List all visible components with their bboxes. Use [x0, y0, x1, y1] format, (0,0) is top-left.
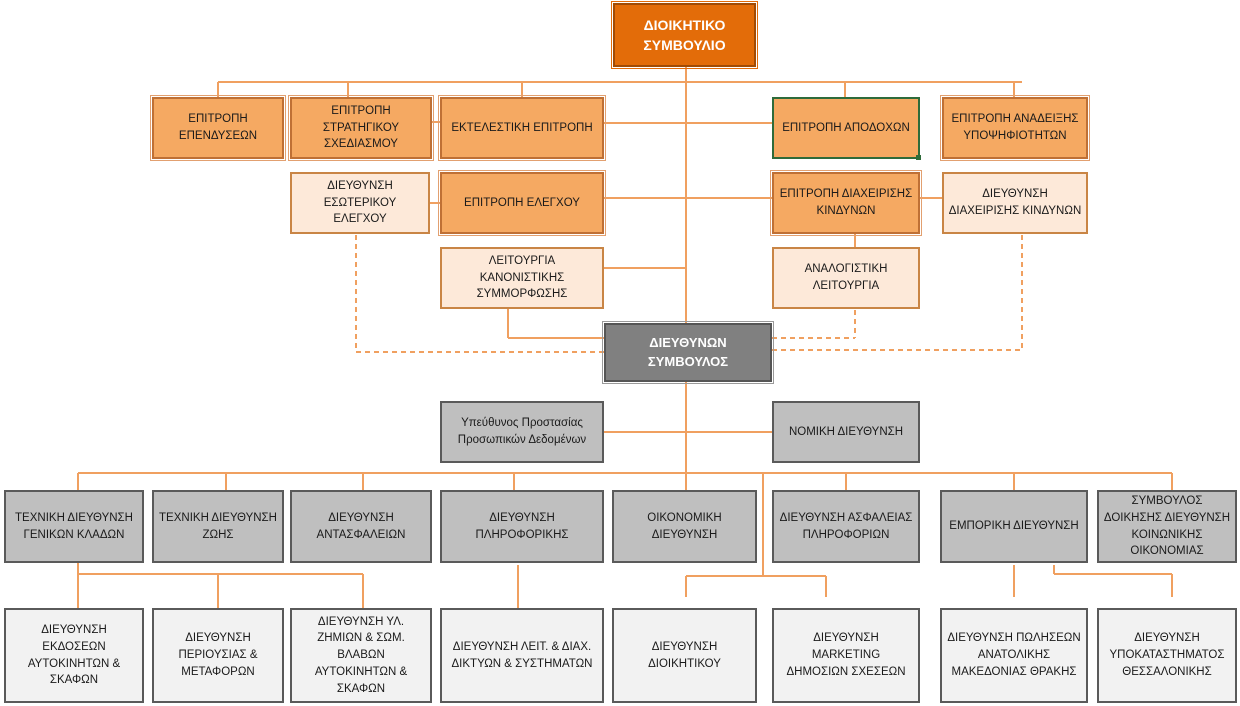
executive-committee-box[interactable]: ΕΚΤΕΛΕΣΤΙΚΗ ΕΠΙΤΡΟΠΗ [438, 95, 606, 161]
compliance-function-box[interactable]: ΛΕΙΤΟΥΡΓΙΑ ΚΑΝΟΝΙΣΤΙΚΗΣ ΣΥΜΜΟΡΦΩΣΗΣ [440, 247, 604, 309]
internal-audit-box[interactable]: ΔΙΕΥΘΥΝΣΗ ΕΣΩΤΕΡΙΚΟΥ ΕΛΕΓΧΟΥ [290, 172, 430, 234]
dpo-box[interactable]: Υπεύθυνος Προστασίας Προσωπικών Δεδομένω… [440, 401, 604, 463]
it-dept-box[interactable]: ΔΙΕΥΘΥΝΣΗ ΠΛΗΡΟΦΟΡΙΚΗΣ [440, 490, 604, 563]
remuneration-committee-box[interactable]: ΕΠΙΤΡΟΠΗ ΑΠΟΔΟΧΩΝ [772, 97, 920, 159]
risk-management-box[interactable]: ΔΙΕΥΘΥΝΣΗ ΔΙΑΧΕΙΡΙΣΗΣ ΚΙΝΔΥΝΩΝ [942, 172, 1088, 234]
infosec-dept-box[interactable]: ΔΙΕΥΘΥΝΣΗ ΑΣΦΑΛΕΙΑΣ ΠΛΗΡΟΦΟΡΙΩΝ [772, 490, 920, 563]
claims-dept-box[interactable]: ΔΙΕΥΘΥΝΣΗ ΥΛ. ΖΗΜΙΩΝ & ΣΩΜ. ΒΛΑΒΩΝ ΑΥΤΟΚ… [290, 608, 432, 703]
actuarial-function-box[interactable]: ΑΝΑΛΟΓΙΣΤΙΚΗ ΛΕΙΤΟΥΡΓΙΑ [772, 247, 920, 309]
motor-issuance-dept-box[interactable]: ΔΙΕΥΘΥΝΣΗ ΕΚΔΟΣΕΩΝ ΑΥΤΟΚΙΝΗΤΩΝ & ΣΚΑΦΩΝ [4, 608, 144, 703]
board-of-directors-box[interactable]: ΔΙΟΙΚΗΤΙΚΟ ΣΥΜΒΟΥΛΙΟ [611, 1, 758, 69]
administrative-dept-box[interactable]: ΔΙΕΥΘΥΝΣΗ ΔΙΟΙΚΗΤΙΚΟΥ [612, 608, 757, 703]
legal-department-box[interactable]: ΝΟΜΙΚΗ ΔΙΕΥΘΥΝΣΗ [772, 401, 920, 463]
selection-handle[interactable] [916, 155, 921, 160]
social-economy-advisor-box[interactable]: ΣΥΜΒΟΥΛΟΣ ΔΟΙΚΗΣΗΣ ΔΙΕΥΘΥΝΣΗ ΚΟΙΝΩΝΙΚΗΣ … [1097, 490, 1237, 563]
sales-east-macedonia-dept-box[interactable]: ΔΙΕΥΘΥΝΣΗ ΠΩΛΗΣΕΩΝ ΑΝΑΤΟΛΙΚΗΣ ΜΑΚΕΔΟΝΙΑΣ… [940, 608, 1088, 703]
ceo-box[interactable]: ΔΙΕΥΘΥΝΩΝ ΣΥΜΒΟΥΛΟΣ [602, 321, 774, 384]
property-transport-dept-box[interactable]: ΔΙΕΥΘΥΝΣΗ ΠΕΡΙΟΥΣΙΑΣ & ΜΕΤΑΦΟΡΩΝ [152, 608, 284, 703]
commercial-dept-box[interactable]: ΕΜΠΟΡΙΚΗ ΔΙΕΥΘΥΝΣΗ [940, 490, 1088, 563]
marketing-pr-dept-box[interactable]: ΔΙΕΥΘΥΝΣΗ MARKETING ΔΗΜΟΣΙΩΝ ΣΧΕΣΕΩΝ [772, 608, 920, 703]
thessaloniki-branch-dept-box[interactable]: ΔΙΕΥΘΥΝΣΗ ΥΠΟΚΑΤΑΣΤΗΜΑΤΟΣ ΘΕΣΣΑΛΟΝΙΚΗΣ [1097, 608, 1237, 703]
nomination-committee-box[interactable]: ΕΠΙΤΡΟΠΗ ΑΝΑΔΕΙΞΗΣ ΥΠΟΨΗΦΙΟΤΗΤΩΝ [940, 95, 1090, 161]
technical-life-dept-box[interactable]: ΤΕΧΝΙΚΗ ΔΙΕΥΘΥΝΣΗ ΖΩΗΣ [152, 490, 284, 563]
network-systems-dept-box[interactable]: ΔΙΕΥΘΥΝΣΗ ΛΕΙΤ. & ΔΙΑΧ. ΔΙΚΤΥΩΝ & ΣΥΣΤΗΜ… [440, 608, 604, 703]
investment-committee-box[interactable]: ΕΠΙΤΡΟΠΗ ΕΠΕΝΔΥΣΕΩΝ [150, 95, 286, 161]
reinsurance-dept-box[interactable]: ΔΙΕΥΘΥΝΣΗ ΑΝΤΑΣΦΑΛΕΙΩΝ [290, 490, 432, 563]
strategic-planning-committee-box[interactable]: ΕΠΙΤΡΟΠΗ ΣΤΡΑΤΗΓΙΚΟΥ ΣΧΕΔΙΑΣΜΟΥ [288, 95, 434, 161]
finance-dept-box[interactable]: ΟΙΚΟΝΟΜΙΚΗ ΔΙΕΥΘΥΝΣΗ [612, 490, 757, 563]
technical-general-dept-box[interactable]: ΤΕΧΝΙΚΗ ΔΙΕΥΘΥΝΣΗ ΓΕΝΙΚΩΝ ΚΛΑΔΩΝ [4, 490, 144, 563]
risk-committee-box[interactable]: ΕΠΙΤΡΟΠΗ ΔΙΑΧΕΙΡΙΣΗΣ ΚΙΝΔΥΝΩΝ [770, 170, 922, 236]
audit-committee-box[interactable]: ΕΠΙΤΡΟΠΗ ΕΛΕΓΧΟΥ [438, 170, 606, 236]
